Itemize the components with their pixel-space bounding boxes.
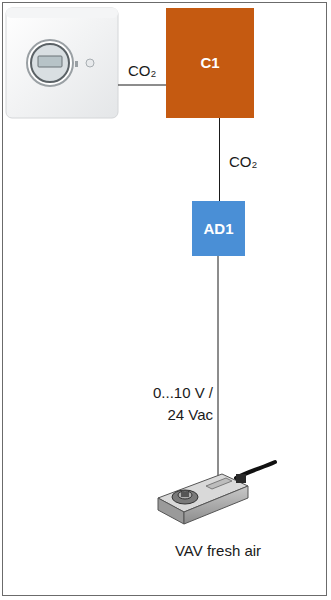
signal-name: CO₂ [128,60,156,82]
signal-name: CO₂ [229,151,257,173]
signal-wire [118,85,166,86]
controller-box: C1 [166,8,254,118]
node-label: AD1 [203,220,233,238]
signal-connector [219,118,220,201]
signal-spec: 0...10 V / 24 Vac [133,382,213,426]
node-label: C1 [200,54,219,72]
device-caption: VAV fresh air [168,540,268,562]
room-sensor [6,8,118,118]
signal-wire [218,256,219,478]
adapter-box: AD1 [192,201,245,256]
damper-actuator [158,462,275,524]
